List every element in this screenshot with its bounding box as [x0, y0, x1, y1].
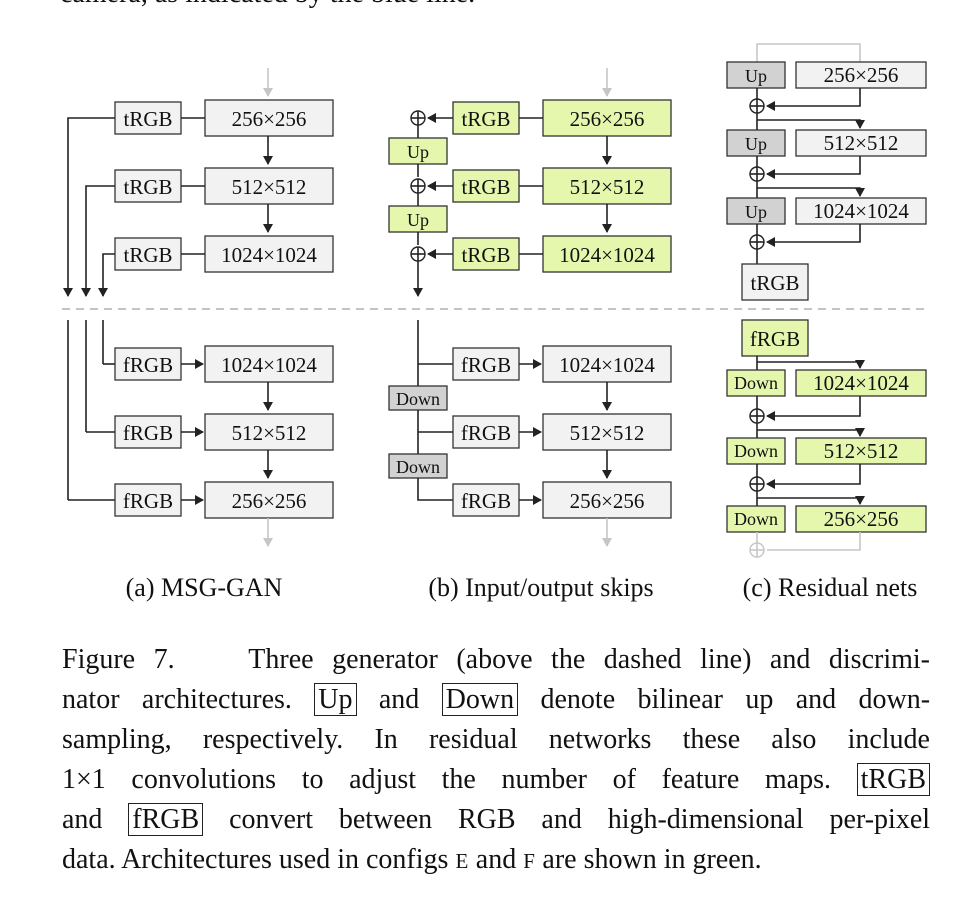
- sum-node-icon: [410, 178, 426, 194]
- panel-b-skips: 256×256 tRGB 512×512 tRGB 1024×1024 tRGB…: [388, 68, 672, 602]
- panel-a-msggan: 256×256 tRGB 512×512 tRGB 1024×1024 tRGB…: [63, 68, 334, 602]
- sum-node-icon: [749, 166, 765, 182]
- down-label: Down: [734, 441, 778, 461]
- inline-down-box: Down: [441, 683, 519, 716]
- up-label: Up: [745, 134, 767, 154]
- inline-up-box: Up: [314, 683, 357, 716]
- up-label: Up: [745, 202, 767, 222]
- trgb-label: tRGB: [750, 271, 799, 295]
- res-label: 1024×1024: [813, 199, 909, 223]
- trgb-label: tRGB: [461, 175, 510, 199]
- res-label: 256×256: [232, 489, 307, 513]
- subcaption-b: (b) Input/output skips: [428, 573, 653, 602]
- res-label: 512×512: [570, 421, 645, 445]
- frgb-label: fRGB: [750, 327, 800, 351]
- sum-node-icon: [749, 234, 765, 250]
- subcaption-a: (a) MSG-GAN: [126, 573, 283, 602]
- down-label: Down: [734, 373, 778, 393]
- res-label: 256×256: [570, 489, 645, 513]
- trgb-label: tRGB: [123, 243, 172, 267]
- res-label: 512×512: [824, 131, 899, 155]
- trgb-label: tRGB: [123, 175, 172, 199]
- res-label: 512×512: [824, 439, 899, 463]
- sum-node-icon: [749, 476, 765, 492]
- sum-node-icon: [410, 246, 426, 262]
- frgb-label: fRGB: [123, 421, 173, 445]
- figure-caption: Figure 7. Three generator (above the das…: [62, 644, 931, 875]
- trgb-label: tRGB: [461, 243, 510, 267]
- subcaption-c: (c) Residual nets: [743, 573, 918, 602]
- res-label: 1024×1024: [221, 243, 317, 267]
- trgb-label: tRGB: [461, 107, 510, 131]
- res-label: 1024×1024: [221, 353, 317, 377]
- res-label: 512×512: [232, 421, 307, 445]
- sum-node-icon: [410, 110, 426, 126]
- res-label: 512×512: [232, 175, 307, 199]
- frgb-label: fRGB: [461, 421, 511, 445]
- res-label: 1024×1024: [559, 243, 655, 267]
- down-label: Down: [396, 457, 440, 477]
- frgb-label: fRGB: [461, 489, 511, 513]
- down-label: Down: [734, 509, 778, 529]
- res-label: 1024×1024: [559, 353, 655, 377]
- previous-paragraph-fragment: camera, as indicated by the blue line.: [60, 0, 475, 10]
- trgb-label: tRGB: [123, 107, 172, 131]
- up-label: Up: [407, 210, 429, 230]
- frgb-label: fRGB: [123, 353, 173, 377]
- up-label: Up: [745, 66, 767, 86]
- inline-trgb-box: tRGB: [856, 763, 931, 796]
- res-label: 256×256: [824, 63, 899, 87]
- up-label: Up: [407, 142, 429, 162]
- frgb-label: fRGB: [123, 489, 173, 513]
- inline-frgb-box: fRGB: [128, 803, 204, 836]
- res-label: 512×512: [570, 175, 645, 199]
- frgb-label: fRGB: [461, 353, 511, 377]
- figure-number: Figure 7.: [62, 644, 175, 675]
- sum-node-icon: [749, 98, 765, 114]
- down-label: Down: [396, 389, 440, 409]
- res-label: 256×256: [824, 507, 899, 531]
- res-label: 256×256: [232, 107, 307, 131]
- architecture-figure: 256×256 tRGB 512×512 tRGB 1024×1024 tRGB…: [62, 43, 930, 602]
- panel-c-residual: Up 256×256 Up 512×512 Up 1024×1024: [726, 43, 927, 602]
- res-label: 256×256: [570, 107, 645, 131]
- sum-node-icon: [749, 408, 765, 424]
- res-label: 1024×1024: [813, 371, 909, 395]
